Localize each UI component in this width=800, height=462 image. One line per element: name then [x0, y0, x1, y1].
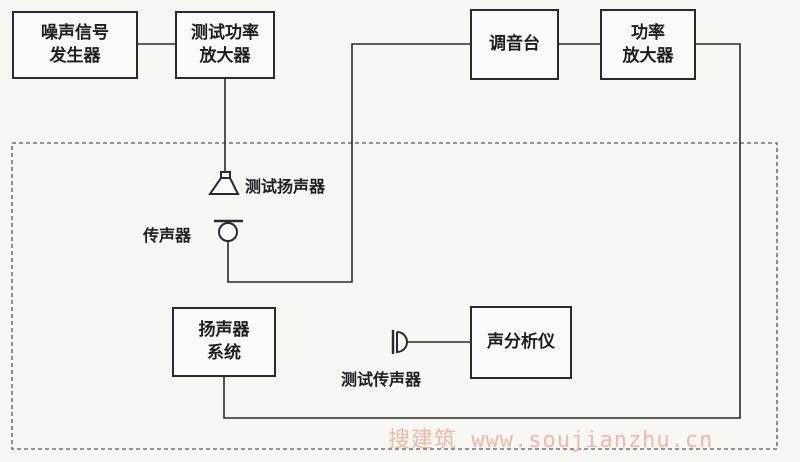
- link-microphone-to-mixer: [227, 43, 470, 283]
- sound-analyzer-box: 声分析仪: [470, 306, 572, 379]
- test-microphone-icon: [391, 330, 470, 354]
- watermark: 搜建筑 www.soujianzhu.cn: [388, 428, 714, 453]
- speaker-system-box: 扬声器 系统: [172, 307, 276, 377]
- test-area-boundary: [11, 142, 778, 450]
- microphone-label: 传声器: [143, 226, 192, 245]
- test-microphone-label: 测试传声器: [341, 370, 422, 389]
- mixer-box: 调音台: [470, 9, 559, 80]
- noise-generator-box: 噪声信号 发生器: [12, 11, 138, 79]
- speaker-icon: [208, 171, 240, 195]
- power-amplifier-box: 功率 放大器: [600, 9, 696, 80]
- test-speaker-label: 测试扬声器: [245, 177, 326, 196]
- test-power-amplifier-box: 测试功率 放大器: [175, 11, 275, 79]
- microphone-icon: [214, 219, 243, 242]
- link-poweramp-to-speakersystem: [223, 43, 741, 419]
